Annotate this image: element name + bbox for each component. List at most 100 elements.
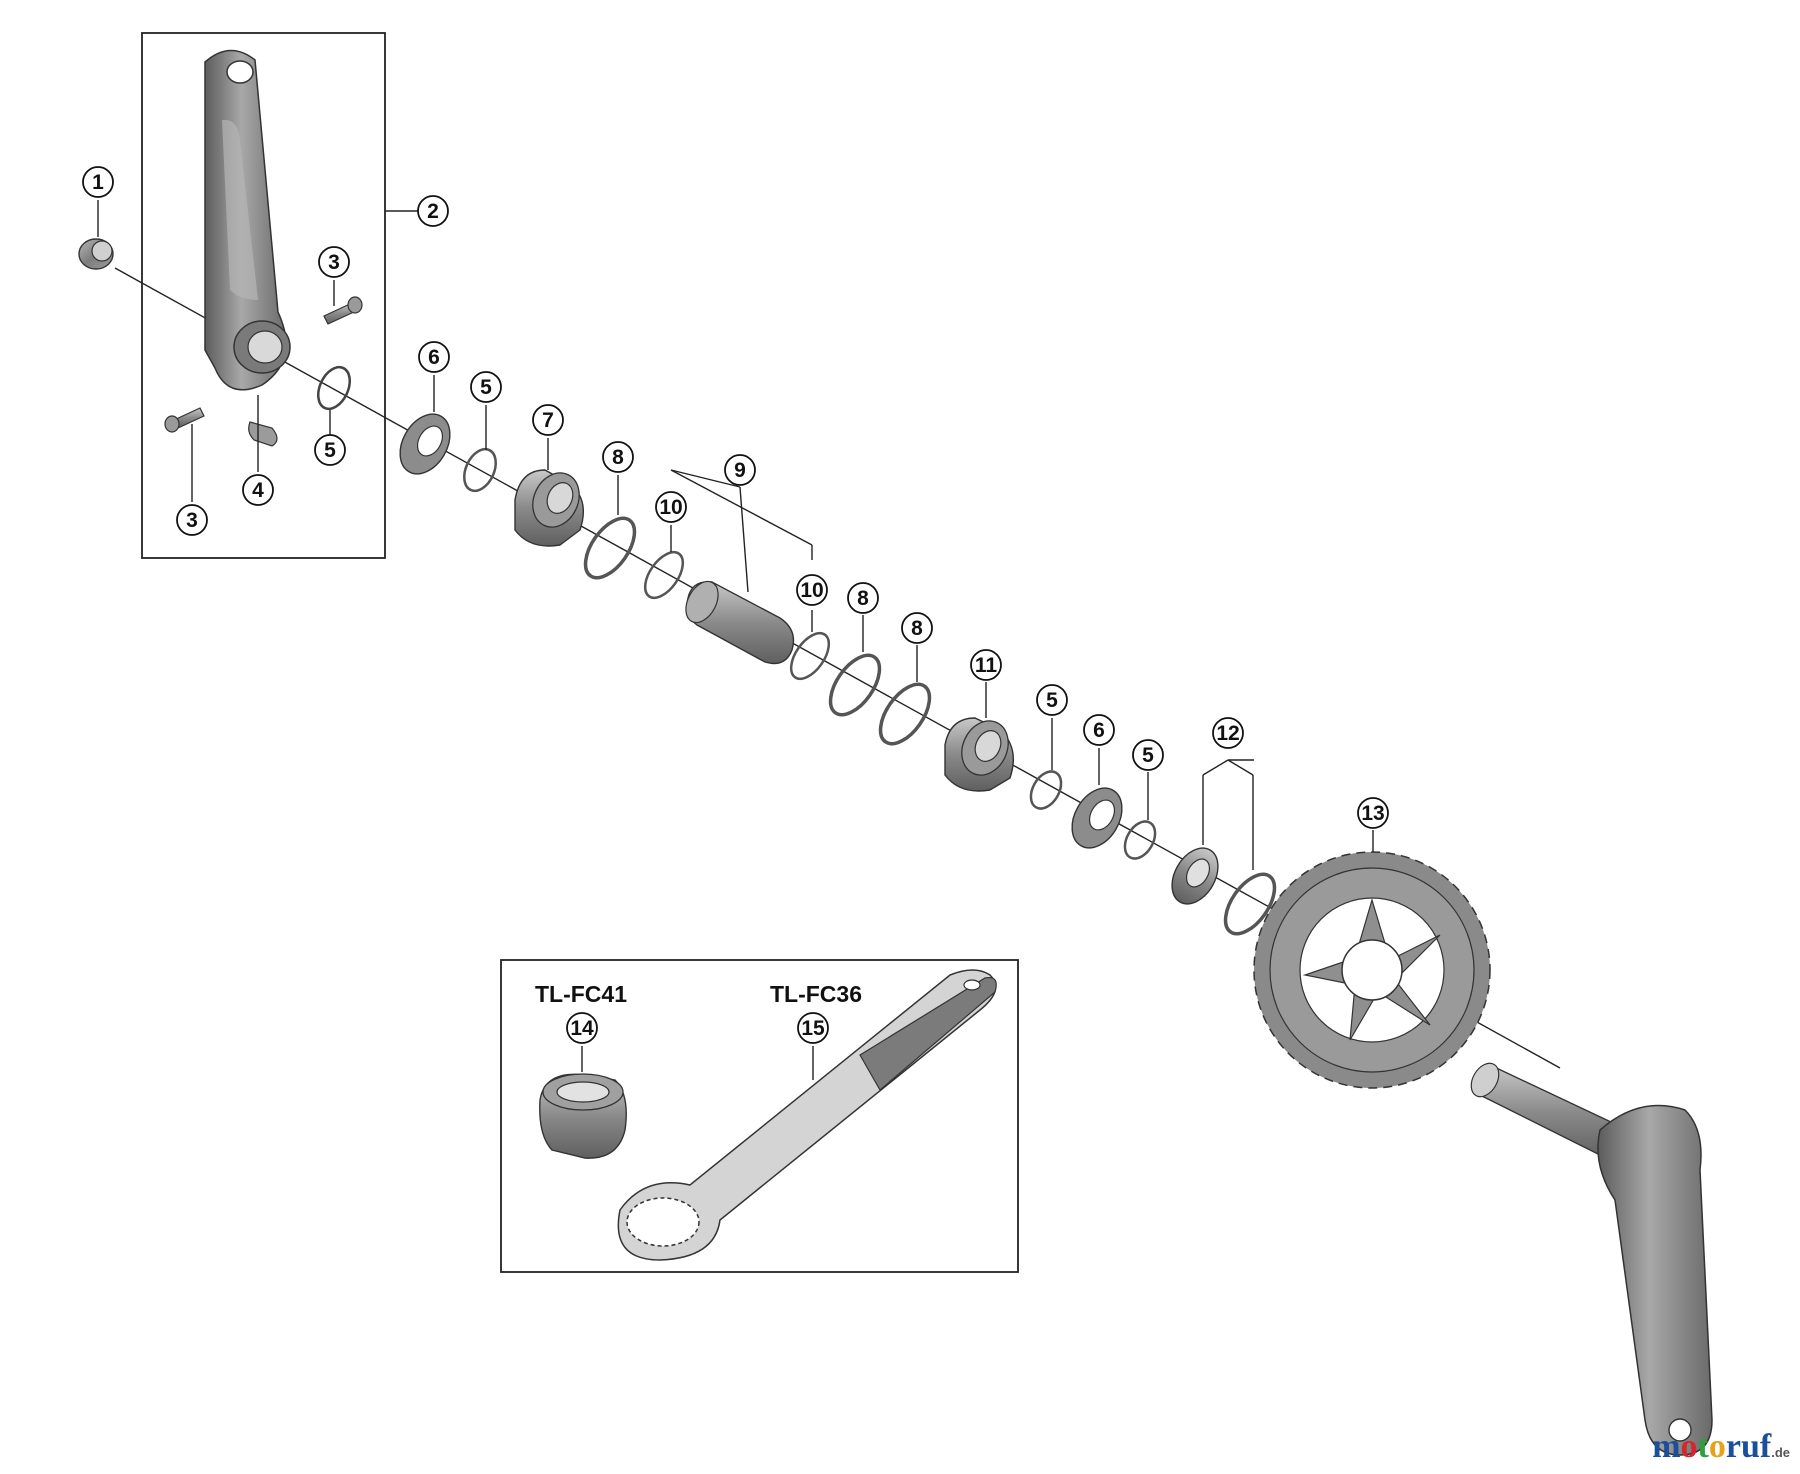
callout-circle (566, 1012, 598, 1044)
seal-ring-part-10b (789, 631, 831, 681)
spacer-part-right (1071, 787, 1123, 849)
watermark-letter-1: m (1652, 1428, 1681, 1465)
callout-c5c: 5 (1036, 684, 1068, 716)
watermark-tld: .de (1771, 1445, 1790, 1460)
callout-number: 5 (1046, 689, 1058, 712)
bb-cup-right-part (944, 717, 1014, 792)
pinch-bolt-lower (164, 407, 205, 433)
callout-circle (470, 371, 502, 403)
seal-ring-part-10a (643, 550, 685, 600)
callout-c5b: 5 (470, 371, 502, 403)
pinch-bolt-upper (323, 296, 363, 325)
callout-circle (1357, 797, 1389, 829)
right-crank-arm (1470, 1062, 1713, 1456)
callout-number: 3 (328, 251, 340, 274)
callout-number: 5 (1142, 744, 1154, 767)
callout-number: 4 (252, 479, 264, 502)
chainring-part (1253, 851, 1491, 1089)
callout-number: 10 (659, 496, 682, 519)
watermark-letter-2: o (1680, 1428, 1698, 1465)
callout-c3b: 3 (176, 504, 208, 536)
callout-circle (417, 195, 449, 227)
crank-cap-bolt-part (78, 238, 114, 270)
callout-circle (318, 246, 350, 278)
bb-cup-left-part (514, 469, 584, 547)
callout-number: 8 (911, 617, 923, 640)
callout-number: 9 (734, 459, 746, 482)
bb-wrench-tl-fc36 (617, 969, 997, 1261)
callout-circle (724, 454, 756, 486)
callout-c7: 7 (532, 404, 564, 436)
callout-c5a: 5 (314, 434, 346, 466)
callout-number: 6 (1093, 719, 1105, 742)
callout-circle (82, 166, 114, 198)
callout-circle (532, 404, 564, 436)
o-ring-part-box (317, 365, 351, 411)
callout-number: 11 (975, 654, 998, 677)
thin-spacer-part (1223, 872, 1277, 936)
watermark-logo: motoruf.de (1652, 1428, 1790, 1466)
callout-number: 5 (324, 439, 336, 462)
callout-c8b: 8 (847, 582, 879, 614)
callout-circle (176, 504, 208, 536)
callout-c15: 15 (797, 1012, 829, 1044)
callout-c12: 12 (1212, 717, 1244, 749)
callout-c13: 13 (1357, 797, 1389, 829)
callout-circle (602, 441, 634, 473)
callout-c8a: 8 (602, 441, 634, 473)
callout-number: 10 (800, 579, 823, 602)
spacer-ring-part-8b (828, 653, 882, 717)
o-ring-part-3 (1029, 770, 1063, 810)
bb-sleeve-part (685, 580, 795, 665)
callout-circle (1212, 717, 1244, 749)
o-ring-part-2 (463, 447, 497, 493)
spacer-ring-part-8c (878, 682, 932, 746)
callout-circle (797, 1012, 829, 1044)
leader-line-9b (739, 486, 749, 593)
callout-number: 3 (186, 509, 198, 532)
callout-circle (1036, 684, 1068, 716)
callout-c8c: 8 (901, 612, 933, 644)
callout-c1: 1 (82, 166, 114, 198)
callout-c3a: 3 (318, 246, 350, 278)
callout-circle (1083, 714, 1115, 746)
callout-c11: 11 (970, 649, 1002, 681)
lockring-part (1171, 847, 1219, 905)
callout-number: 5 (480, 376, 492, 399)
callout-number: 2 (427, 200, 439, 223)
spacer-ring-part-8a (583, 516, 637, 580)
callout-c5d: 5 (1132, 739, 1164, 771)
callout-number: 1 (92, 171, 104, 194)
callout-circle (655, 491, 687, 523)
safety-plate-part (248, 421, 278, 447)
leader-line-12c (1227, 759, 1254, 776)
leader-line-9c (670, 469, 741, 488)
callout-circle (970, 649, 1002, 681)
tools-box (500, 959, 1019, 1273)
callout-number: 14 (570, 1017, 594, 1040)
callout-number: 12 (1216, 722, 1239, 745)
callout-c6b: 6 (1083, 714, 1115, 746)
watermark-letter-4: o (1708, 1428, 1726, 1465)
callout-number: 6 (428, 346, 440, 369)
callout-circle (847, 582, 879, 614)
callout-circle (314, 434, 346, 466)
callout-c10a: 10 (655, 491, 687, 523)
callout-circle (418, 341, 450, 373)
callout-c6a: 6 (418, 341, 450, 373)
callout-c2: 2 (417, 195, 449, 227)
bb-tool-tl-fc41 (539, 1073, 627, 1159)
callout-number: 8 (857, 587, 869, 610)
watermark-letter-5: ruf (1725, 1428, 1772, 1465)
callout-circle (242, 474, 274, 506)
callout-number: 7 (542, 409, 554, 432)
callout-circle (1132, 739, 1164, 771)
left-crank-group-box (141, 32, 386, 559)
callout-number: 15 (801, 1017, 825, 1040)
leader-line-12b (1202, 759, 1229, 776)
callout-c4: 4 (242, 474, 274, 506)
callout-number: 13 (1361, 802, 1384, 825)
tool-label-tl-fc41: TL-FC41 (535, 981, 627, 1007)
spacer-part-left (399, 413, 451, 475)
